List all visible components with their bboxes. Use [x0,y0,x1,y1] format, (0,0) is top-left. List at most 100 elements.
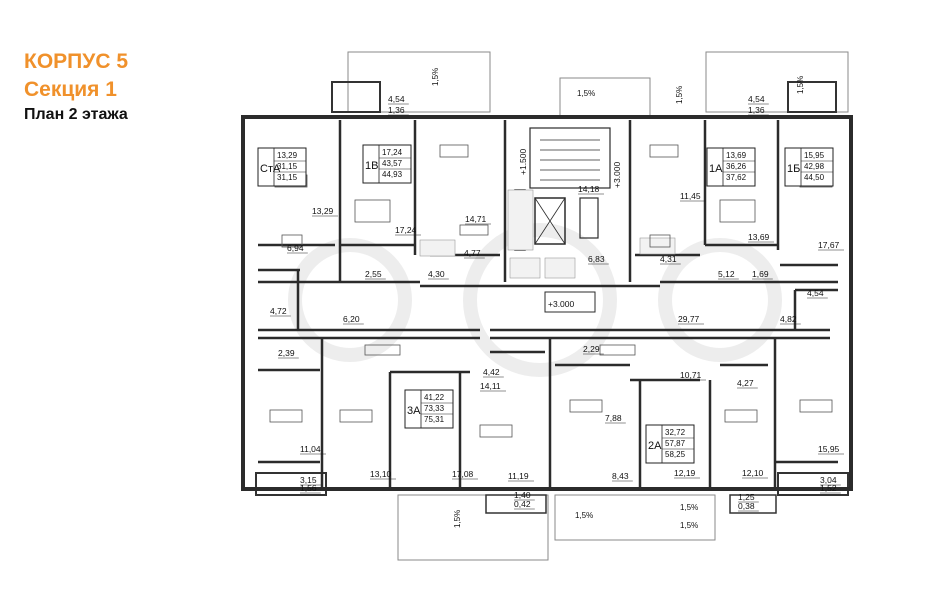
room-area-label: 12,19 [674,468,696,478]
room-area-label: 1,36 [388,105,405,115]
room-area-label: 17,24 [395,225,417,235]
room-area-label: 13,29 [312,206,334,216]
room-area-label: 1,25 [738,492,755,502]
apartment-code: 1А [709,163,723,175]
room-area-label: 4,54 [388,94,405,104]
room-area-label: 7,88 [605,413,622,423]
room-area-label: 3,04 [820,475,837,485]
apartment-area-value: 43,57 [382,159,403,168]
room-area-label: 14,11 [480,381,501,391]
floor-plan-title: План 2 этажа [24,106,128,123]
room-area-label: 11,19 [508,471,529,481]
apartment-area-value: 31,15 [277,173,298,182]
tiled-zones [419,189,676,279]
slope-label: 1,5% [431,68,440,86]
apartment-area-value: 41,22 [424,393,445,402]
room-area-label: 1,52 [820,483,837,493]
apartment-area-value: 44,93 [382,170,403,179]
watermark-logo [288,223,782,377]
room-area-label: 4,54 [807,288,824,298]
room-area-label: 11,04 [300,444,321,454]
stair-mid-elevation: +3.000 [612,161,622,188]
room-area-label: 14,18 [578,184,600,194]
room-area-label: 8,43 [612,471,629,481]
room-area-label: 12,10 [742,468,764,478]
apartment-code: 3А [407,405,421,417]
room-area-label: 4,42 [483,367,500,377]
apartment-area-value: 13,69 [726,151,747,160]
corridor-elevation: +3.000 [548,299,575,309]
balconies-top [331,51,849,119]
apartment-area-value: 15,95 [804,151,825,160]
room-area-label: 0,42 [514,499,531,509]
room-area-label: 4,30 [428,269,445,279]
room-area-label: 3,15 [300,475,317,485]
room-area-label: 17,08 [452,469,474,479]
room-area-label: 17,67 [818,240,840,250]
room-area-label: 1,56 [300,483,317,493]
stair-elevation: +1.500 [518,148,528,175]
room-area-label: 6,94 [287,243,304,253]
apartment-code: 1Б [787,163,800,175]
apartment-box: 1Б 15,95 42,98 44,50 [784,147,834,187]
apartment-area-value: 36,26 [726,162,747,171]
section-title: Секция 1 [24,78,117,101]
room-area-label: 1,36 [748,105,765,115]
slope-label: 1,5% [575,511,593,520]
apartment-area-value: 57,87 [665,439,686,448]
room-area-label: 15,95 [818,444,840,454]
room-area-label: 2,39 [278,348,295,358]
stair-core [514,127,611,313]
apartment-area-value: 37,62 [726,173,747,182]
room-area-label: 10,71 [680,370,702,380]
slope-label: 1,5% [675,86,684,104]
balconies-bottom [255,472,849,561]
room-area-label: 1,40 [514,490,531,500]
room-area-label: 14,71 [465,214,487,224]
room-area-label: 4,77 [464,248,481,258]
room-area-labels: 4,541,364,541,3613,2917,2414,7114,1811,4… [270,94,844,512]
apartment-area-value: 73,33 [424,404,445,413]
exterior-walls [241,115,853,491]
room-area-label: 4,31 [660,254,677,264]
apartment-area-value: 32,72 [665,428,686,437]
room-area-label: 6,83 [588,254,605,264]
slope-label: 1,5% [796,76,805,94]
apartment-area-value: 17,24 [382,148,403,157]
interior-walls [258,120,838,488]
room-area-label: 2,29 [583,344,600,354]
slope-label: 1,5% [453,510,462,528]
apartment-area-value: 13,29 [277,151,298,160]
slope-label: 1,5% [680,503,698,512]
room-area-label: 4,27 [737,378,754,388]
room-area-label: 0,38 [738,501,755,511]
room-area-label: 1,69 [752,269,769,279]
room-area-label: 4,82 [780,314,797,324]
slope-label: 1,5% [577,89,595,98]
slope-label: 1,5% [680,521,698,530]
room-area-label: 4,54 [748,94,765,104]
room-area-label: 5,12 [718,269,735,279]
room-area-label: 11,45 [680,191,701,201]
room-area-label: 13,10 [370,469,392,479]
building-title: КОРПУС 5 [24,50,128,73]
apartment-area-value: 58,25 [665,450,686,459]
apartment-area-value: 44,50 [804,173,825,182]
apartment-area-value: 31,15 [277,162,298,171]
apartment-area-value: 42,98 [804,162,825,171]
room-area-label: 2,55 [365,269,382,279]
room-area-label: 4,72 [270,306,287,316]
elevation-marks: +1.500 +3.000 +3.000 [518,148,622,309]
apartment-code: 2А [648,440,662,452]
apartment-area-value: 75,31 [424,415,445,424]
room-area-label: 29,77 [678,314,700,324]
slope-marks: 1,5% 1,5% 1,5% 1,5% 1,5% 1,5% 1,5% 1,5% [431,68,805,530]
room-area-label: 13,69 [748,232,770,242]
title-block: КОРПУС 5 Секция 1 План 2 этажа [24,48,128,126]
